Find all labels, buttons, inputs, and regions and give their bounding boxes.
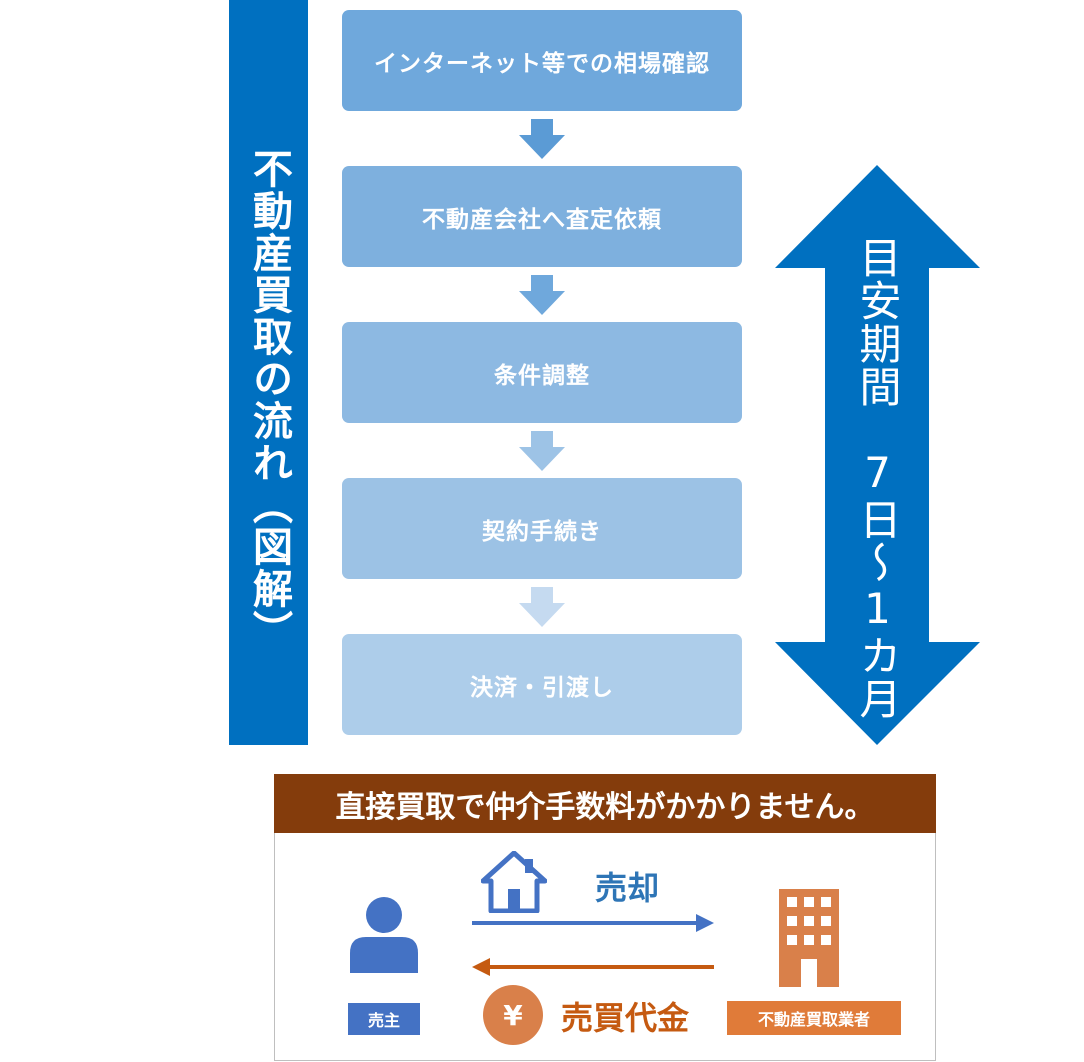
- step-market-check: インターネット等での相場確認: [342, 10, 742, 111]
- panel-heading: 直接買取で仲介手数料がかかりません。: [274, 774, 936, 833]
- period-label: 目安期間: [853, 236, 902, 408]
- seller-label: 売主: [348, 1003, 420, 1035]
- price-label: 売買代金: [561, 999, 690, 1037]
- period-value: 7日～1カ月: [853, 448, 902, 720]
- period-text: 目安期間 7日～1カ月: [844, 236, 911, 720]
- period-double-arrow-icon: [775, 165, 980, 745]
- building-icon: [779, 889, 839, 987]
- step-appraisal-request: 不動産会社へ査定依頼: [342, 166, 742, 267]
- person-icon: [350, 897, 418, 973]
- down-arrow-icon: [519, 587, 565, 627]
- yen-symbol: ¥: [503, 998, 523, 1032]
- down-arrow-icon: [519, 431, 565, 471]
- down-arrow-icon: [519, 275, 565, 315]
- transaction-panel: 売主 売却 ¥ 売買代金 不動産買取業者: [274, 833, 936, 1061]
- right-arrow-icon: [472, 914, 714, 932]
- step-negotiation: 条件調整: [342, 322, 742, 423]
- buyer-label: 不動産買取業者: [727, 1001, 901, 1035]
- left-arrow-icon: [472, 958, 714, 976]
- flow-title: 不動産買取の流れ（図解）: [246, 148, 292, 652]
- house-icon: [481, 851, 547, 913]
- yen-coin-icon: [483, 985, 543, 1045]
- step-contract: 契約手続き: [342, 478, 742, 579]
- step-settlement: 決済・引渡し: [342, 634, 742, 735]
- flow-title-bar: 不動産買取の流れ（図解）: [229, 0, 308, 745]
- sale-label: 売却: [595, 869, 660, 907]
- down-arrow-icon: [519, 119, 565, 159]
